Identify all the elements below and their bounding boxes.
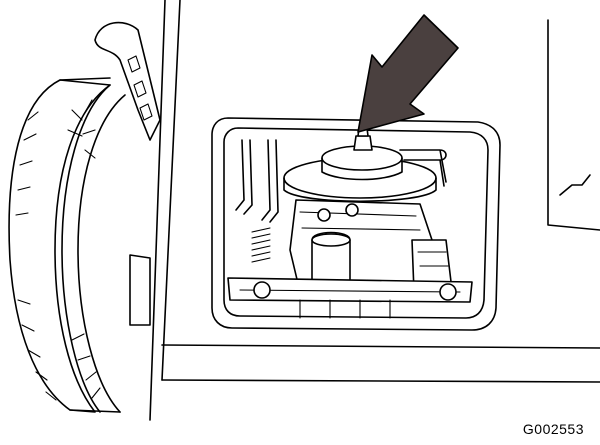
machine-body	[129, 0, 600, 421]
figure-id-label: G002553	[522, 421, 584, 437]
fender-handle	[94, 21, 161, 141]
arrow-pointer-icon	[357, 14, 459, 133]
tire	[8, 77, 126, 413]
engine	[227, 121, 473, 319]
